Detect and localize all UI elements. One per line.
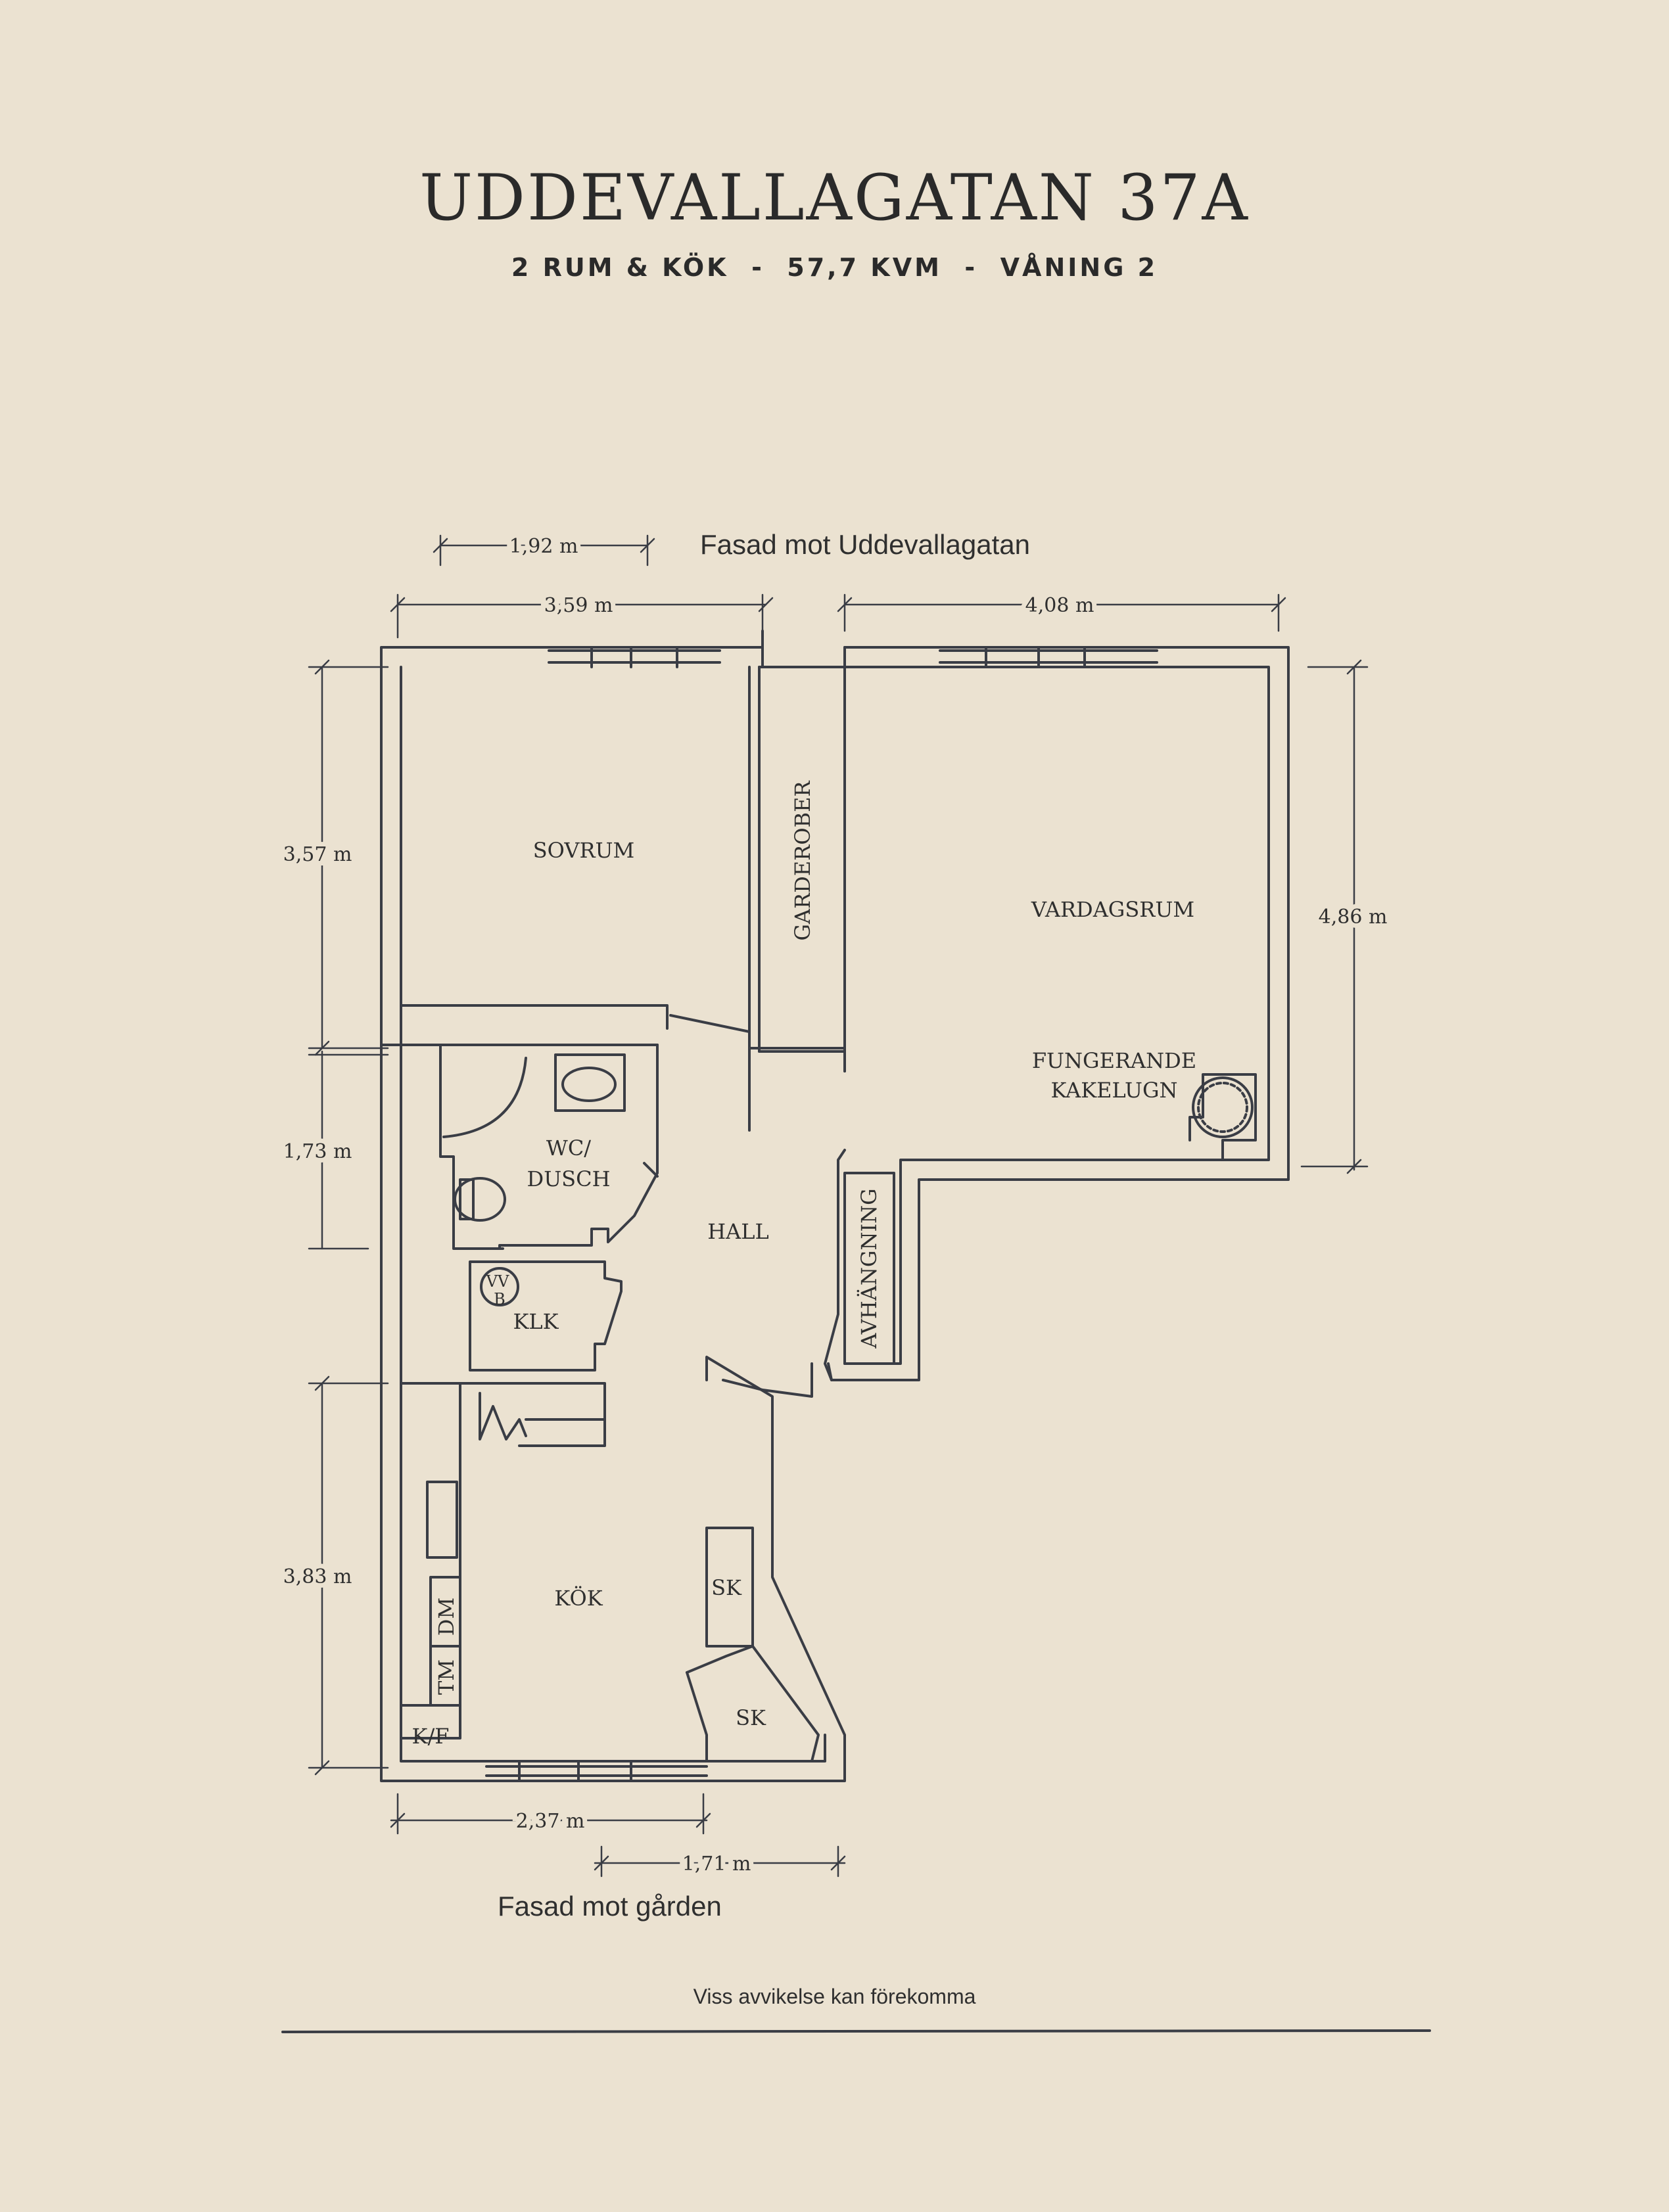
plan-title: UDDEVALLAGATAN 37A	[419, 161, 1250, 235]
dimension-3-83: 3,83 m	[283, 1565, 352, 1588]
label-tm: TM	[434, 1659, 459, 1695]
wc-walls	[439, 1044, 659, 1250]
dimension-lines	[308, 534, 1369, 1878]
plan-subtitle: 2 RUM & KÖK - 57,7 KVM - VÅNING 2	[511, 253, 1158, 282]
room-kok: KÖK	[554, 1586, 603, 1611]
disclaimer: Viss avvikelse kan förekomma	[693, 1985, 976, 2008]
dimension-4-08: 4,08 m	[1025, 594, 1094, 617]
room-hall: HALL	[707, 1219, 769, 1244]
klk-walls	[469, 1260, 623, 1371]
kakelugn-label-1: FUNGERANDE	[1032, 1048, 1196, 1073]
label-vv: VV	[486, 1272, 509, 1291]
room-klk: KLK	[513, 1309, 559, 1334]
bedroom-walls	[380, 666, 846, 1072]
dimension-1-71: 1,71 m	[682, 1853, 751, 1876]
kakelugn	[1188, 1073, 1257, 1161]
room-dusch: DUSCH	[527, 1166, 611, 1191]
windows-bottom	[485, 1760, 708, 1782]
dimension-3-59: 3,59 m	[544, 594, 613, 617]
room-sovrum: SOVRUM	[533, 838, 635, 863]
hall-walls	[824, 1149, 895, 1381]
facade-bottom-label: Fasad mot gården	[498, 1891, 722, 1922]
facade-top-label: Fasad mot Uddevallagatan	[700, 529, 1030, 560]
dimension-2-37: 2,37 m	[516, 1810, 585, 1833]
room-avhangning: AVHÄNGNING	[857, 1188, 882, 1348]
label-b: B	[494, 1290, 505, 1308]
dimension-4-86: 4,86 m	[1319, 906, 1388, 929]
label-dm: DM	[434, 1598, 459, 1636]
dimension-3-57: 3,57 m	[283, 843, 352, 866]
dimension-1-92: 1,92 m	[509, 535, 578, 558]
windows-top	[548, 646, 1158, 668]
room-garderober: GARDEROBER	[790, 781, 815, 941]
kakelugn-label-2: KAKELUGN	[1050, 1078, 1177, 1103]
label-kf: K/F	[412, 1724, 450, 1749]
bottom-rule	[281, 2029, 1431, 2033]
closet-sk-1: SK	[711, 1575, 742, 1600]
room-wc: WC/	[546, 1136, 591, 1161]
kitchen-walls	[400, 1362, 820, 1763]
dimension-1-73: 1,73 m	[283, 1140, 352, 1163]
outer-walls	[380, 630, 1290, 1782]
closet-sk-2: SK	[736, 1705, 766, 1730]
room-vardagsrum: VARDAGSRUM	[1031, 897, 1194, 922]
